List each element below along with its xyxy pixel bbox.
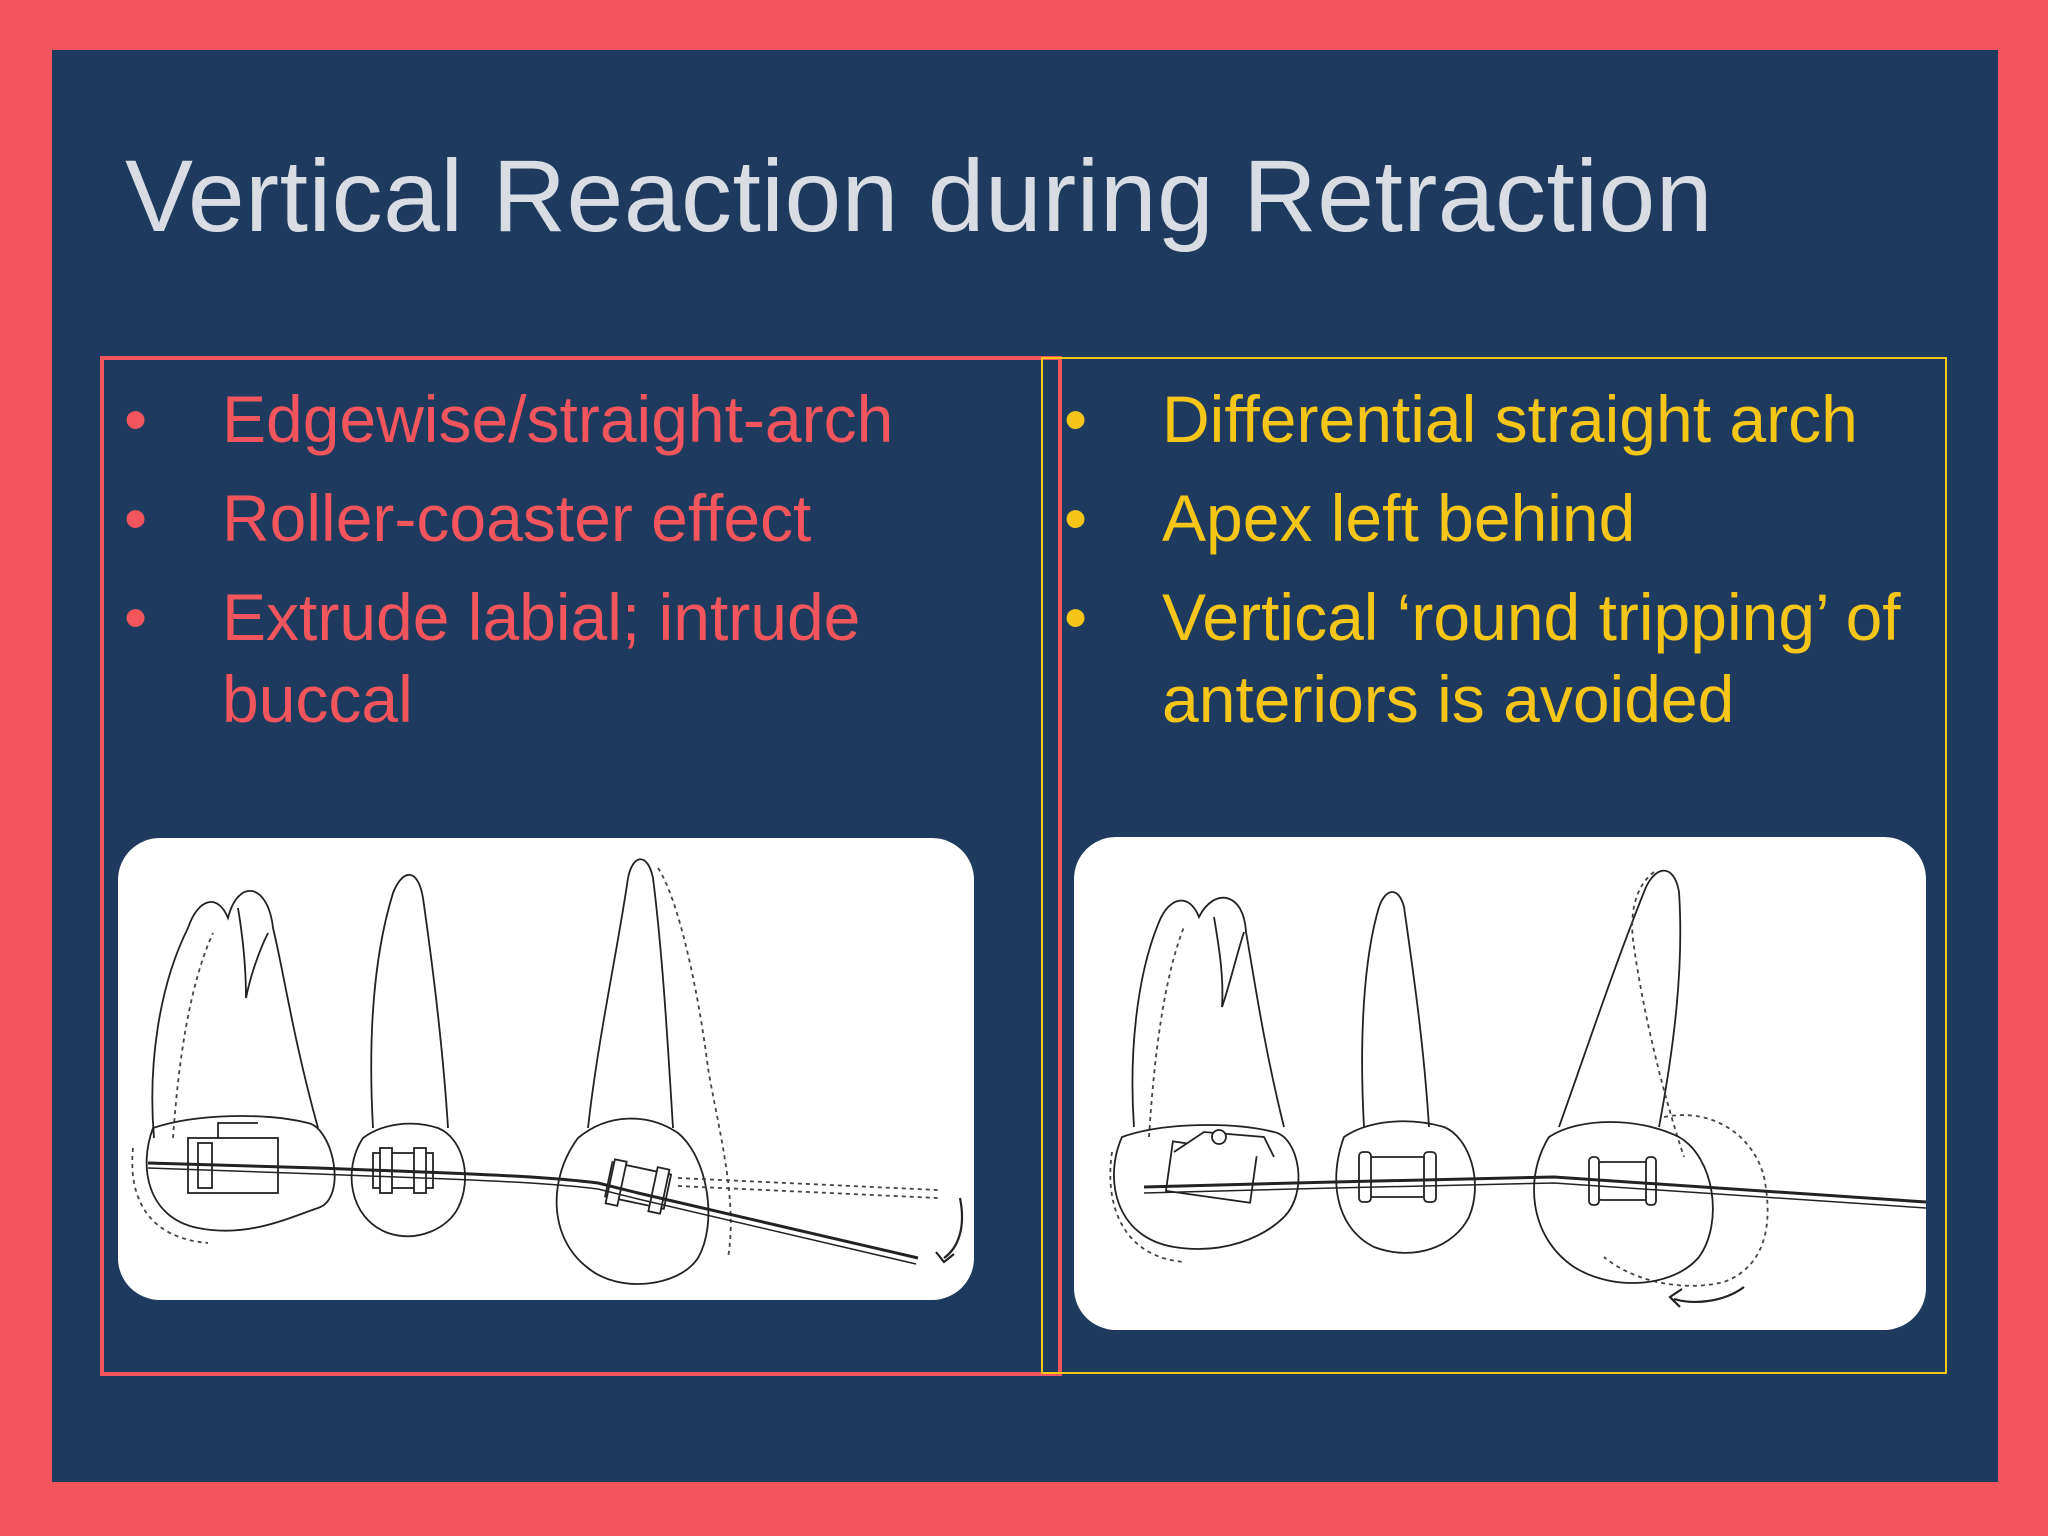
left-bullet-list: •Edgewise/straight-arch •Roller-coaster … (124, 378, 1024, 757)
list-item: •Vertical ‘round tripping’ of anteriors … (1064, 576, 1944, 740)
right-illustration-reflection (1074, 1330, 1926, 1460)
slide-title: Vertical Reaction during Retraction (125, 139, 1713, 253)
bullet-icon: • (124, 580, 148, 654)
bullet-icon: • (124, 481, 148, 555)
list-item: •Roller-coaster effect (124, 477, 1024, 559)
right-panel-frame (1041, 357, 1947, 1374)
teeth-retraction-differential-illustration (1074, 837, 1926, 1330)
list-item: •Extrude labial; intrude buccal (124, 576, 1024, 740)
list-item: •Edgewise/straight-arch (124, 378, 1024, 460)
left-illustration-reflection (118, 1300, 974, 1450)
left-panel-frame (100, 356, 1062, 1376)
right-bullet-list: •Differential straight arch •Apex left b… (1064, 378, 1944, 757)
list-item: •Apex left behind (1064, 477, 1944, 559)
bullet-icon: • (124, 382, 148, 456)
bullet-icon: • (1064, 382, 1088, 456)
bullet-icon: • (1064, 580, 1088, 654)
bullet-icon: • (1064, 481, 1088, 555)
teeth-retraction-roller-coaster-illustration (118, 838, 974, 1300)
list-item: •Differential straight arch (1064, 378, 1944, 460)
slide: Vertical Reaction during Retraction •Edg… (52, 50, 1998, 1482)
